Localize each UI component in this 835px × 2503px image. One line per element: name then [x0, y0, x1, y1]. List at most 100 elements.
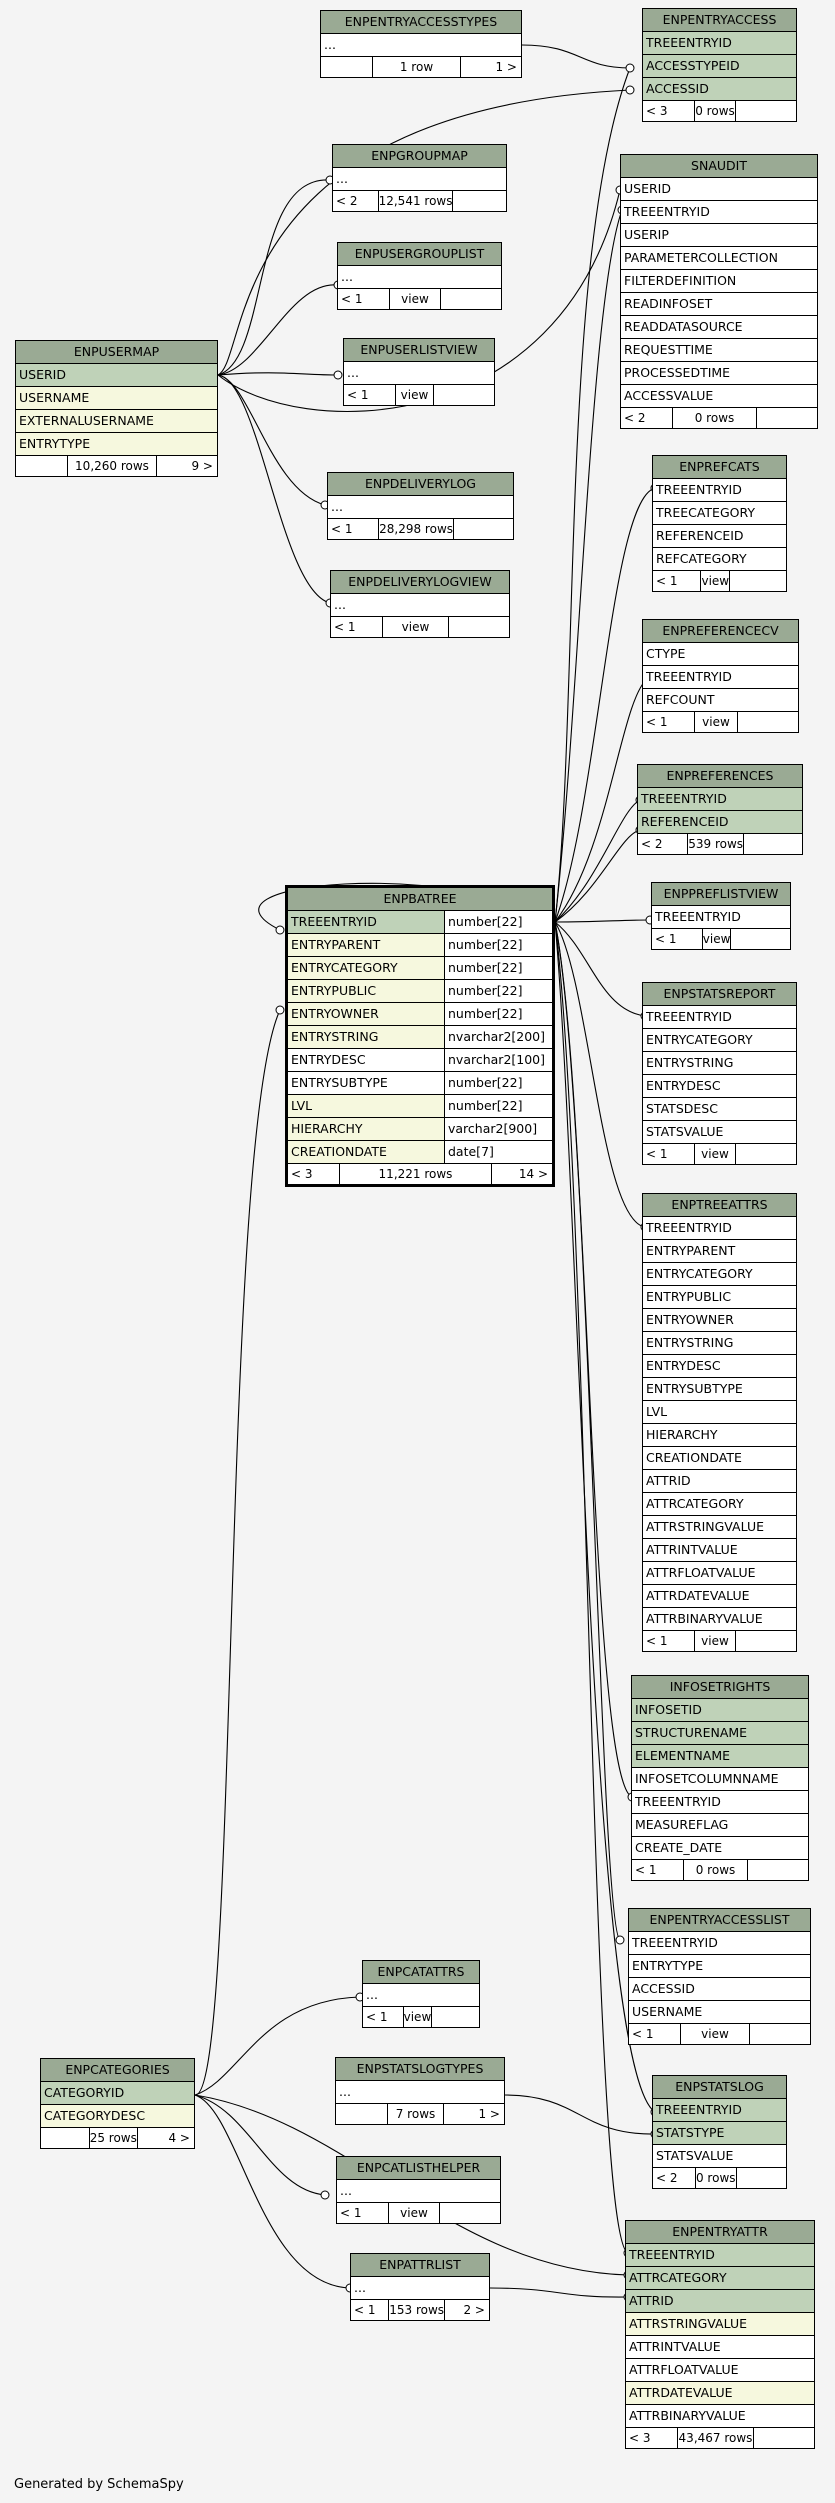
table-column[interactable]: PROCESSEDTIME [621, 362, 817, 385]
child-count[interactable] [736, 1631, 796, 1651]
child-count[interactable]: 9 > [191, 459, 213, 473]
table-column[interactable]: ENTRYSTRING [643, 1332, 796, 1355]
child-count[interactable] [441, 289, 501, 309]
table-title[interactable]: ENPSTATSREPORT [643, 983, 796, 1006]
parent-count[interactable]: < 2 [653, 2168, 696, 2188]
table-column[interactable]: REFCOUNT [643, 689, 798, 712]
child-count[interactable] [748, 1860, 808, 1880]
table-column[interactable]: ... [321, 34, 521, 57]
parent-count[interactable]: < 3 [288, 1164, 340, 1184]
table-column[interactable]: TREEENTRYID [643, 1006, 796, 1029]
table-title[interactable]: ENPENTRYACCESSLIST [629, 1909, 810, 1932]
child-count[interactable] [440, 2203, 500, 2223]
table-column[interactable]: ACCESSID [643, 78, 796, 101]
table-column[interactable]: ENTRYDESC [643, 1075, 796, 1098]
parent-count[interactable]: < 1 [337, 2203, 389, 2223]
child-count[interactable] [757, 408, 817, 428]
child-count[interactable] [454, 519, 513, 539]
table-title[interactable]: ENPPREFLISTVIEW [652, 883, 790, 906]
table-column[interactable]: ... [331, 594, 509, 617]
table-title[interactable]: ENPDELIVERYLOG [328, 473, 513, 496]
table-column[interactable]: ENTRYCATEGORY [643, 1029, 796, 1052]
table-column[interactable]: ... [351, 2277, 489, 2300]
table-column[interactable]: EXTERNALUSERNAME [16, 410, 217, 433]
parent-count[interactable]: < 1 [643, 1631, 695, 1651]
table-title[interactable]: ENPGROUPMAP [333, 145, 506, 168]
table-column[interactable]: STATSTYPE [653, 2122, 786, 2145]
table-column[interactable]: ENTRYOWNER [643, 1309, 796, 1332]
parent-count[interactable]: < 1 [629, 2024, 681, 2044]
table-column[interactable]: STATSVALUE [643, 1121, 796, 1144]
parent-count[interactable]: < 1 [632, 1860, 684, 1880]
table-title[interactable]: ENPUSERGROUPLIST [338, 243, 501, 266]
table-column[interactable]: LVL [643, 1401, 796, 1424]
table-column[interactable]: ... [337, 2180, 500, 2203]
table-column[interactable]: ATTRSTRINGVALUE [643, 1516, 796, 1539]
table-column[interactable]: USERNAME [16, 387, 217, 410]
table-title[interactable]: ENPSTATSLOGTYPES [336, 2058, 504, 2081]
child-count[interactable]: 2 > [463, 2303, 485, 2317]
table-column[interactable]: INFOSETID [632, 1699, 808, 1722]
table-column[interactable]: ... [336, 2081, 504, 2104]
table-column[interactable]: STRUCTURENAME [632, 1722, 808, 1745]
table-column[interactable]: ATTRCATEGORY [643, 1493, 796, 1516]
table-column[interactable]: TREEENTRYID [632, 1791, 808, 1814]
table-column[interactable]: TREEENTRYID [652, 906, 790, 929]
child-count[interactable] [737, 2168, 786, 2188]
table-column[interactable]: ... [333, 168, 506, 191]
table-title[interactable]: ENPUSERMAP [16, 341, 217, 364]
parent-count[interactable]: < 1 [351, 2300, 390, 2320]
parent-count[interactable]: < 3 [626, 2428, 678, 2448]
table-column[interactable]: ENTRYPUBLIC [643, 1286, 796, 1309]
parent-count[interactable]: < 2 [621, 408, 673, 428]
table-column[interactable]: INFOSETCOLUMNNAME [632, 1768, 808, 1791]
table-column[interactable]: ATTRINTVALUE [643, 1539, 796, 1562]
table-column[interactable]: TREEENTRYID [643, 666, 798, 689]
table-column[interactable]: ELEMENTNAME [632, 1745, 808, 1768]
table-column[interactable]: PARAMETERCOLLECTION [621, 247, 817, 270]
table-column[interactable]: TREEENTRYID [653, 479, 786, 502]
child-count[interactable] [432, 2007, 479, 2027]
table-column[interactable]: ... [338, 266, 501, 289]
child-count[interactable]: 4 > [168, 2131, 190, 2145]
table-column[interactable]: FILTERDEFINITION [621, 270, 817, 293]
table-column[interactable]: TREEENTRYID [626, 2244, 814, 2267]
table-column[interactable]: ATTRID [626, 2290, 814, 2313]
table-column[interactable]: TREEENTRYID [638, 788, 802, 811]
table-column[interactable]: USERNAME [629, 2001, 810, 2024]
table-column[interactable]: ATTRBINARYVALUE [643, 1608, 796, 1631]
table-column[interactable]: STATSDESC [643, 1098, 796, 1121]
table-column[interactable]: ATTRINTVALUE [626, 2336, 814, 2359]
table-column[interactable]: TREEENTRYID [643, 1217, 796, 1240]
table-column[interactable]: ATTRDATEVALUE [643, 1585, 796, 1608]
table-title[interactable]: ENPDELIVERYLOGVIEW [331, 571, 509, 594]
table-column[interactable]: ATTRSTRINGVALUE [626, 2313, 814, 2336]
table-column[interactable]: ENTRYSTRING [643, 1052, 796, 1075]
table-column[interactable]: STATSVALUE [653, 2145, 786, 2168]
table-title[interactable]: ENPENTRYACCESSTYPES [321, 11, 521, 34]
table-title[interactable]: ENPENTRYACCESS [643, 9, 796, 32]
table-column[interactable]: ATTRID [643, 1470, 796, 1493]
table-title[interactable]: ENPREFERENCECV [643, 620, 798, 643]
table-column[interactable]: ... [363, 1984, 479, 2007]
table-column[interactable]: CREATIONDATE [643, 1447, 796, 1470]
table-column[interactable]: CATEGORYDESC [41, 2105, 194, 2128]
table-column[interactable]: ATTRFLOATVALUE [626, 2359, 814, 2382]
table-column[interactable]: ENTRYPARENT [643, 1240, 796, 1263]
